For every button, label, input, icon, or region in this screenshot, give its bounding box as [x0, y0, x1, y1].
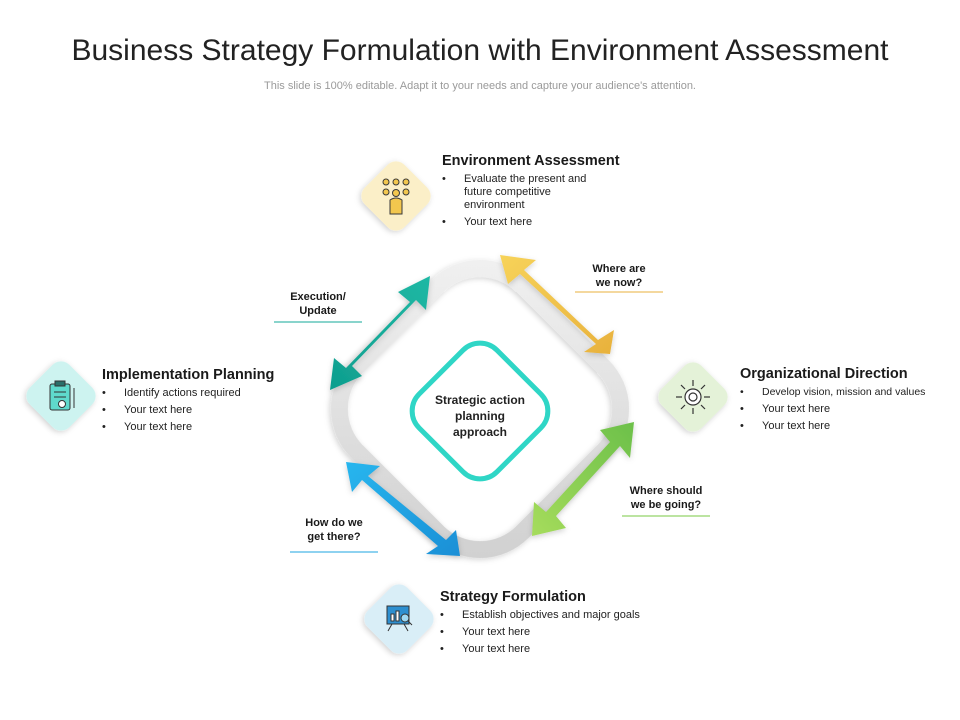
organizational-bullet-3: Your text here — [740, 420, 958, 433]
page-title: Business Strategy Formulation with Envir… — [71, 34, 889, 67]
where-now-line1: Where are — [592, 263, 646, 275]
label-how-do-we-get-there: How do we get there? — [290, 516, 378, 548]
center-diamond — [409, 340, 551, 482]
strategy-heading: Strategy Formulation — [440, 589, 586, 605]
label-execution-update: Execution/ Update — [274, 290, 362, 322]
how-there-line2: get there? — [307, 531, 361, 543]
environment-bullet-1: Evaluate the present and future competit… — [442, 173, 604, 212]
environment-tile — [361, 161, 431, 231]
page-subtitle: This slide is 100% editable. Adapt it to… — [264, 80, 696, 92]
outer-ring — [330, 259, 630, 559]
environment-heading: Environment Assessment — [442, 153, 620, 169]
center-label-line1: Strategic action — [434, 393, 526, 407]
where-going-line1: Where should — [629, 485, 703, 497]
center-label-line3: approach — [452, 425, 507, 439]
strategy-formulation-block: Strategy Formulation Establish objective… — [440, 589, 680, 660]
strategy-tile — [364, 584, 434, 654]
strategy-bullet-2: Your text here — [440, 626, 680, 639]
clipboard-plan-icon — [49, 380, 75, 411]
label-where-are-we-now: Where are we now? — [575, 262, 663, 294]
arrow-where-should-we-be-going — [532, 422, 634, 536]
arrow-where-are-we-now — [500, 255, 614, 354]
target-arrows-icon — [676, 380, 710, 414]
execution-line2: Update — [299, 305, 337, 317]
where-now-line2: we now? — [595, 277, 643, 289]
organizational-bullet-1: Develop vision, mission and values — [740, 386, 958, 399]
where-going-line2: we be going? — [630, 499, 702, 511]
center-label: Strategic action planning approach — [420, 392, 540, 440]
environment-assessment-block: Environment Assessment Evaluate the pres… — [442, 153, 632, 233]
presentation-board-icon — [386, 605, 413, 632]
implementation-heading: Implementation Planning — [102, 367, 275, 383]
organizational-direction-block: Organizational Direction Develop vision,… — [740, 366, 958, 437]
organizational-tile — [658, 362, 728, 432]
center-label-line2: planning — [455, 409, 505, 423]
label-where-should-we-be-going: Where should we be going? — [622, 484, 710, 516]
arrow-execution-update — [330, 276, 430, 390]
arrow-how-do-we-get-there — [346, 462, 460, 556]
strategy-bullet-3: Your text here — [440, 643, 680, 656]
implementation-bullet-1: Identify actions required — [102, 387, 312, 400]
organizational-bullet-2: Your text here — [740, 403, 958, 416]
strategy-bullet-1: Establish objectives and major goals — [440, 609, 680, 622]
implementation-planning-block: Implementation Planning Identify actions… — [102, 367, 312, 438]
how-there-line1: How do we — [305, 517, 363, 529]
execution-line1: Execution/ — [290, 291, 346, 303]
environment-bullet-2: Your text here — [442, 216, 632, 229]
implementation-tile — [26, 361, 96, 431]
people-network-icon — [382, 178, 410, 215]
organizational-heading: Organizational Direction — [740, 366, 908, 382]
implementation-bullet-3: Your text here — [102, 421, 312, 434]
implementation-bullet-2: Your text here — [102, 404, 312, 417]
